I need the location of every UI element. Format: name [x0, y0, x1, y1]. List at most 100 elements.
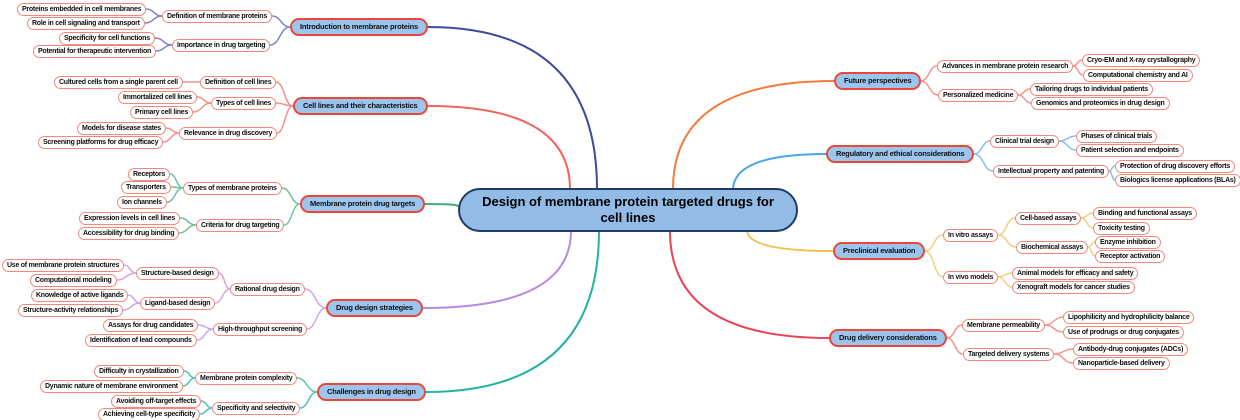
- mindmap-node[interactable]: Achieving cell-type specificity: [98, 407, 201, 420]
- branch-node-drug-targets[interactable]: Membrane protein drug targets: [300, 195, 426, 213]
- node-connector: [127, 294, 141, 304]
- node-connector: [200, 400, 213, 409]
- node-connector: [162, 132, 180, 143]
- mindmap-node[interactable]: Tailoring drugs to individual patients: [1030, 82, 1153, 96]
- mindmap-node[interactable]: Use of membrane protein structures: [2, 258, 125, 272]
- mindmap-node[interactable]: High-throughput screening: [213, 322, 307, 336]
- node-connector: [218, 272, 231, 290]
- node-connector: [997, 234, 1017, 248]
- mindmap-node[interactable]: Specificity and selectivity: [212, 401, 301, 415]
- mindmap-node[interactable]: In vivo models: [943, 270, 999, 284]
- mindmap-node[interactable]: Immortalized cell lines: [118, 90, 197, 104]
- mindmap-node[interactable]: Biochemical assays: [1016, 240, 1089, 254]
- node-connector: [155, 44, 173, 52]
- mindmap-node[interactable]: Types of cell lines: [211, 96, 277, 110]
- node-connector: [281, 187, 301, 205]
- node-connector: [1053, 353, 1074, 364]
- mindmap-node[interactable]: Cryo-EM and X-ray crystallography: [1082, 53, 1201, 67]
- mindmap-node[interactable]: Accessibility for drug binding: [78, 226, 180, 240]
- mindmap-node[interactable]: Lipophilicity and hydrophilicity balance: [1063, 310, 1195, 324]
- mindmap-node[interactable]: Definition of membrane proteins: [162, 9, 272, 23]
- mindmap-node[interactable]: Cultured cells from a single parent cell: [54, 75, 183, 89]
- mindmap-node[interactable]: Difficulty in crystallization: [94, 364, 184, 378]
- branch-node-regulatory[interactable]: Regulatory and ethical considerations: [826, 145, 975, 163]
- mindmap-node[interactable]: In vitro assays: [943, 228, 998, 242]
- mindmap-node[interactable]: Transporters: [121, 180, 171, 194]
- branch-curve-cell-lines: [427, 105, 571, 190]
- central-topic-node[interactable]: Design of membrane protein targeted drug…: [458, 188, 798, 232]
- mindmap-node[interactable]: Ligand-based design: [140, 296, 216, 310]
- mindmap-node[interactable]: Knowledge of active ligands: [31, 288, 129, 302]
- node-connector: [123, 264, 137, 274]
- mindmap-node[interactable]: Screening platforms for drug efficacy: [38, 135, 164, 149]
- mindmap-node[interactable]: Animal models for efficacy and safety: [1012, 266, 1139, 280]
- mindmap-node[interactable]: Use of prodrugs or drug conjugates: [1063, 325, 1184, 339]
- mindmap-node[interactable]: Receptor activation: [1095, 249, 1166, 263]
- mindmap-node[interactable]: Clinical trial design: [990, 134, 1059, 148]
- mindmap-node[interactable]: Expression levels in cell lines: [79, 211, 181, 225]
- mindmap-node[interactable]: Computational modeling: [30, 273, 117, 287]
- mindmap-node[interactable]: Enzyme inhibition: [1095, 235, 1161, 249]
- mindmap-node[interactable]: Models for disease states: [77, 121, 166, 135]
- mindmap-node[interactable]: Structure-based design: [136, 266, 219, 280]
- node-connector: [1087, 241, 1096, 248]
- mindmap-node[interactable]: Phases of clinical trials: [1076, 129, 1158, 143]
- mindmap-node[interactable]: Cell-based assays: [1015, 211, 1082, 225]
- mindmap-node[interactable]: Membrane permeability: [962, 318, 1045, 332]
- mindmap-node[interactable]: Membrane protein complexity: [195, 371, 298, 385]
- node-connector: [165, 127, 180, 134]
- mindmap-node[interactable]: Specificity for cell functions: [59, 31, 155, 45]
- branch-node-preclinical[interactable]: Preclinical evaluation: [833, 242, 926, 260]
- mindmap-node[interactable]: Criteria for drug targeting: [196, 218, 285, 232]
- branch-curve-preclinical: [746, 229, 834, 252]
- mindmap-node[interactable]: Dynamic nature of membrane environment: [40, 379, 183, 393]
- mindmap-node[interactable]: Xenograft models for cancer studies: [1012, 280, 1135, 294]
- node-connector: [304, 288, 327, 309]
- node-connector: [1053, 348, 1074, 355]
- mindmap-node[interactable]: Ion channels: [117, 195, 167, 209]
- branch-node-cell-lines[interactable]: Cell lines and their characteristics: [293, 97, 428, 115]
- branch-node-drug-delivery[interactable]: Drug delivery considerations: [829, 329, 947, 347]
- mindmap-node[interactable]: Biologics license applications (BLAs): [1115, 173, 1240, 187]
- node-connector: [179, 217, 197, 226]
- node-connector: [283, 203, 301, 226]
- mindmap-node[interactable]: Intellectual property and patenting: [993, 164, 1109, 178]
- mindmap-node[interactable]: Computational chemistry and AI: [1083, 68, 1193, 82]
- node-connector: [145, 8, 163, 17]
- branch-curve-introduction: [427, 26, 598, 190]
- mindmap-node[interactable]: Relevance in drug discovery: [179, 126, 278, 140]
- mindmap-node[interactable]: Avoiding off-target effects: [111, 394, 202, 408]
- mindmap-node[interactable]: Targeted delivery systems: [963, 347, 1055, 361]
- mindmap-node[interactable]: Role in cell signaling and transport: [27, 16, 145, 30]
- mindmap-node[interactable]: Toxicity testing: [1093, 221, 1150, 235]
- mindmap-node[interactable]: Proteins embedded in cell membranes: [17, 2, 147, 16]
- mindmap-node[interactable]: Protection of drug discovery efforts: [1115, 159, 1236, 173]
- mindmap-node[interactable]: Binding and functional assays: [1093, 206, 1197, 220]
- branch-node-challenges[interactable]: Challenges in drug design: [317, 383, 426, 401]
- mindmap-node[interactable]: Personalized medicine: [938, 88, 1019, 102]
- mindmap-node[interactable]: Types of membrane proteins: [183, 181, 282, 195]
- branch-node-design-strategies[interactable]: Drug design strategies: [326, 299, 423, 317]
- mindmap-node[interactable]: Assays for drug candidates: [103, 318, 199, 332]
- node-connector: [973, 140, 991, 155]
- node-connector: [1080, 217, 1094, 229]
- mindmap-node[interactable]: Identification of lead compounds: [85, 333, 197, 347]
- branch-node-introduction[interactable]: Introduction to membrane proteins: [290, 18, 428, 36]
- mindmap-node[interactable]: Advances in membrane protein research: [937, 59, 1074, 73]
- mindmap-node[interactable]: Receptors: [128, 167, 170, 181]
- node-connector: [197, 324, 214, 330]
- mindmap-node[interactable]: Definition of cell lines: [200, 75, 277, 89]
- mindmap-node[interactable]: Rational drug design: [230, 282, 305, 296]
- mindmap-node[interactable]: Primary cell lines: [130, 105, 194, 119]
- mindmap-node[interactable]: Structure-activity relationships: [18, 303, 124, 317]
- node-connector: [269, 26, 291, 46]
- mindmap-node[interactable]: Potential for therapeutic intervention: [33, 44, 157, 58]
- mindmap-node[interactable]: Nanoparticle-based delivery: [1073, 356, 1170, 370]
- mindmap-node[interactable]: Antibody-drug conjugates (ADCs): [1073, 342, 1189, 356]
- mindmap-node[interactable]: Importance in drug targeting: [172, 38, 271, 52]
- mindmap-node[interactable]: Genomics and proteomics in drug design: [1031, 96, 1170, 110]
- branch-node-future[interactable]: Future perspectives: [834, 72, 922, 90]
- node-connector: [196, 96, 212, 104]
- mindmap-node[interactable]: Patient selection and endpoints: [1076, 143, 1184, 157]
